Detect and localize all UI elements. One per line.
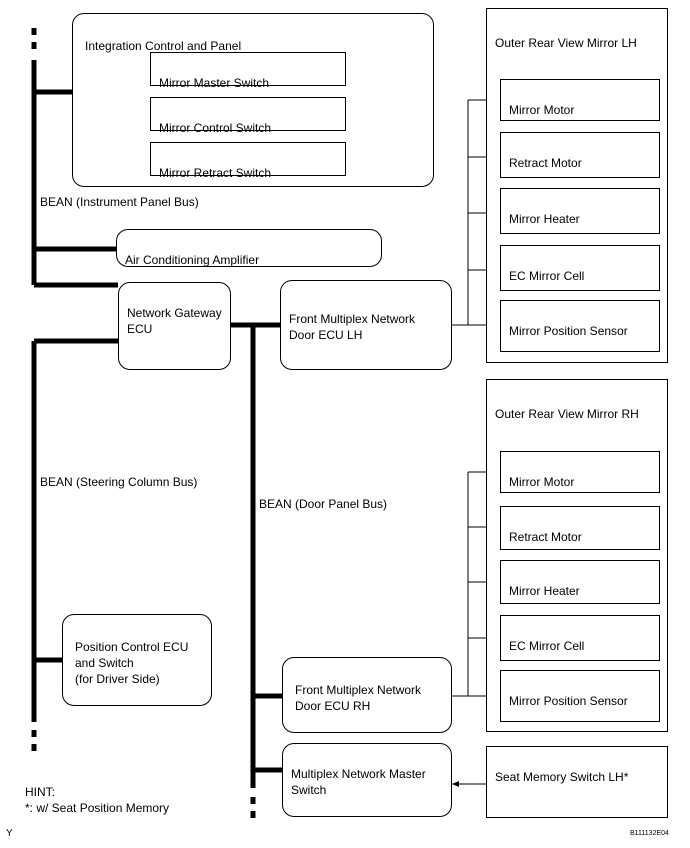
rh-ec-mirror-cell-label: EC Mirror Cell: [509, 639, 585, 653]
rh-ec-mirror-cell: EC Mirror Cell: [500, 615, 660, 661]
position-control-ecu: Position Control ECU and Switch (for Dri…: [62, 614, 212, 706]
rh-mirror-position-sensor: Mirror Position Sensor: [500, 670, 660, 722]
corner-mark: Y: [6, 828, 13, 839]
mirror-control-switch: Mirror Control Switch: [150, 97, 346, 135]
steering-column-bus-label: BEAN (Steering Column Bus): [40, 475, 198, 489]
rh-mirror-heater: Mirror Heater: [500, 560, 660, 604]
hint-title: HINT:: [25, 785, 55, 799]
air-conditioning-amplifier: Air Conditioning Amplifier: [116, 229, 382, 267]
integration-control-title: Integration Control and Panel: [85, 39, 242, 53]
lh-retract-motor-label: Retract Motor: [509, 156, 582, 170]
outer-mirror-rh-title: Outer Rear View Mirror RH: [495, 407, 639, 421]
multiplex-network-master-switch: Multiplex Network Master Switch: [282, 743, 452, 817]
position-control-ecu-label: Position Control ECU and Switch (for Dri…: [75, 640, 189, 686]
mirror-retract-switch-label: Mirror Retract Switch: [159, 166, 272, 180]
rh-mirror-heater-label: Mirror Heater: [509, 584, 580, 598]
network-gateway-ecu-label: Network Gateway ECU: [127, 306, 222, 336]
rh-mirror-motor: Mirror Motor: [500, 451, 660, 493]
air-conditioning-amplifier-label: Air Conditioning Amplifier: [125, 253, 260, 267]
mirror-control-switch-label: Mirror Control Switch: [159, 121, 272, 135]
lh-ec-mirror-cell: EC Mirror Cell: [500, 245, 660, 291]
rh-mirror-position-sensor-label: Mirror Position Sensor: [509, 694, 628, 708]
seat-memory-switch-label: Seat Memory Switch LH*: [495, 770, 629, 784]
front-door-ecu-lh-label: Front Multiplex Network Door ECU LH: [289, 312, 416, 342]
lh-mirror-motor: Mirror Motor: [500, 79, 660, 121]
instrument-panel-bus-label: BEAN (Instrument Panel Bus): [40, 195, 199, 209]
lh-mirror-position-sensor-label: Mirror Position Sensor: [509, 324, 628, 338]
front-door-ecu-rh: Front Multiplex Network Door ECU RH: [282, 657, 452, 733]
lh-mirror-position-sensor: Mirror Position Sensor: [500, 300, 660, 352]
lh-mirror-heater-label: Mirror Heater: [509, 212, 580, 226]
front-door-ecu-rh-label: Front Multiplex Network Door ECU RH: [295, 683, 422, 713]
lh-mirror-heater: Mirror Heater: [500, 188, 660, 234]
lh-retract-motor: Retract Motor: [500, 132, 660, 178]
hint-text: *: w/ Seat Position Memory: [25, 801, 170, 815]
multiplex-network-master-switch-label: Multiplex Network Master Switch: [291, 767, 426, 797]
mirror-master-switch-label: Mirror Master Switch: [159, 76, 270, 90]
rh-retract-motor-label: Retract Motor: [509, 530, 582, 544]
mirror-retract-switch: Mirror Retract Switch: [150, 142, 346, 180]
left-bus: [31, 28, 118, 751]
outer-mirror-lh-title: Outer Rear View Mirror LH: [495, 36, 637, 50]
door-panel-bus: [231, 322, 282, 818]
rh-mirror-motor-label: Mirror Motor: [509, 475, 575, 489]
front-door-ecu-lh: Front Multiplex Network Door ECU LH: [280, 280, 452, 370]
rh-retract-motor: Retract Motor: [500, 506, 660, 550]
mirror-master-switch: Mirror Master Switch: [150, 52, 346, 90]
seat-memory-switch: Seat Memory Switch LH*: [486, 746, 668, 818]
lh-ec-mirror-cell-label: EC Mirror Cell: [509, 269, 585, 283]
network-gateway-ecu: Network Gateway ECU: [118, 282, 231, 370]
door-panel-bus-label: BEAN (Door Panel Bus): [259, 497, 388, 511]
figure-code: B111132E04: [630, 830, 669, 837]
lh-mirror-motor-label: Mirror Motor: [509, 103, 575, 117]
